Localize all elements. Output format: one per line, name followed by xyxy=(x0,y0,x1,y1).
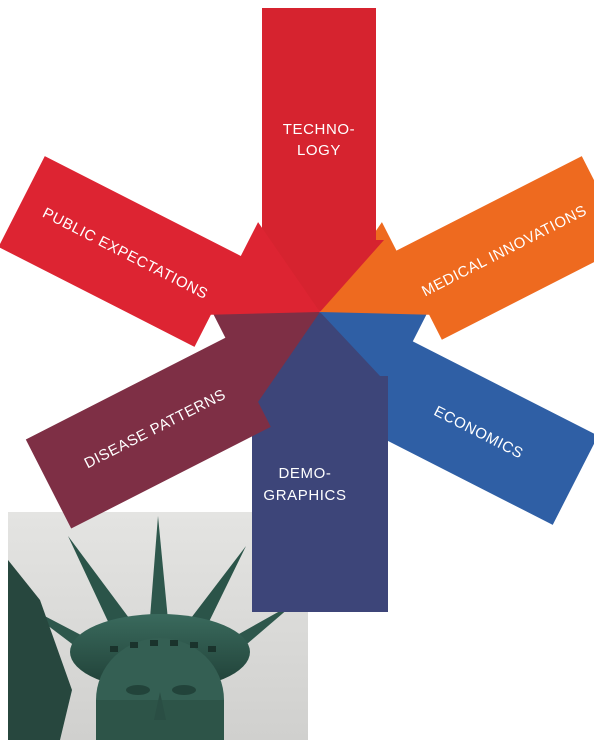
technology-arrow-shape xyxy=(256,8,384,312)
technology-label-line2: LOGY xyxy=(297,142,341,159)
demographics-label-line1: DEMO- xyxy=(279,465,332,482)
economics-arrow: ECONOMICS xyxy=(320,309,594,525)
economics-arrow-shape xyxy=(320,309,594,525)
demographics-label-line2: GRAPHICS xyxy=(263,487,346,504)
technology-arrow: TECHNO- LOGY xyxy=(256,8,384,312)
statue-crown xyxy=(8,516,296,740)
technology-label-line1: TECHNO- xyxy=(283,121,356,138)
disease-patterns-arrow: DISEASE PATTERNS xyxy=(25,309,320,529)
demographics-arrow: DEMO- GRAPHICS xyxy=(252,312,388,612)
disease-patterns-arrow-shape xyxy=(25,309,320,529)
demographics-arrow-shape xyxy=(252,312,388,612)
public-expectations-arrow-shape xyxy=(0,156,320,347)
medical-innovations-arrow-shape xyxy=(320,156,594,340)
